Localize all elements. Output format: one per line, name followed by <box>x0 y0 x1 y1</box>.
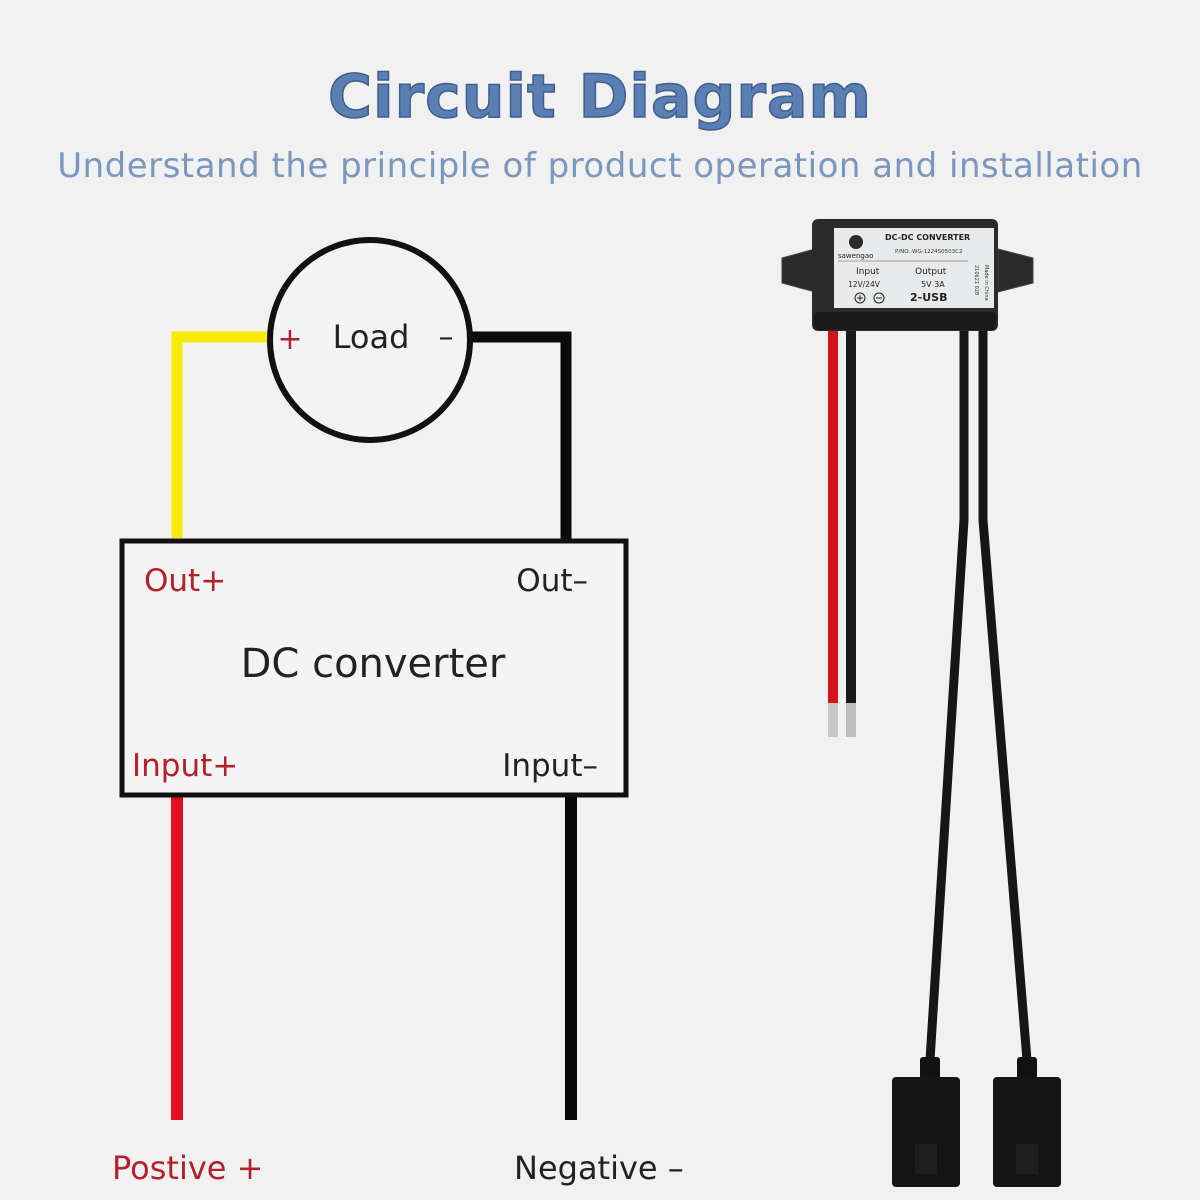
negative-label: Negative – <box>514 1149 684 1187</box>
usb-plug-right <box>993 1077 1061 1187</box>
usb-cable-left <box>925 331 969 1061</box>
mounting-flange-right <box>997 248 1034 293</box>
positive-label: Postive + <box>112 1149 263 1187</box>
usb-symbol-left-icon <box>915 1144 937 1174</box>
sticker-usb-label: 2-USB <box>910 291 947 304</box>
product-black-lead-tip <box>846 703 856 737</box>
input-plus-label: Input+ <box>132 748 238 784</box>
sticker-brand: sawengao <box>838 252 873 260</box>
sticker-input-value: 12V/24V <box>848 280 881 289</box>
brand-logo-icon <box>849 235 863 249</box>
sticker-input-label: Input <box>856 267 880 277</box>
usb-symbol-right-icon <box>1016 1144 1038 1174</box>
usb-cable-right <box>978 331 1032 1061</box>
dc-converter-label: DC converter <box>241 641 506 687</box>
usb-plug-left <box>892 1077 960 1187</box>
mounting-flange-left <box>781 248 816 293</box>
sticker-date-code: 210621 028 <box>973 265 979 295</box>
page-title: Circuit Diagram <box>327 61 872 133</box>
sticker-side-text: Made in China <box>983 265 989 301</box>
load-label: Load <box>333 318 410 356</box>
load-circle <box>267 237 473 443</box>
sticker-output-label: Output <box>915 267 947 277</box>
minus-terminal-icon <box>873 292 885 304</box>
product-red-lead-tip <box>828 703 838 737</box>
sticker-pn: P/NO.:WG-1224S0503C2 <box>895 249 963 255</box>
load-plus-label: + <box>277 322 302 357</box>
dc-converter-box <box>119 538 629 798</box>
black-output-wire <box>472 331 572 542</box>
plus-terminal-icon <box>854 292 866 304</box>
sticker-output-value: 5V 3A <box>921 280 945 289</box>
yellow-wire <box>171 331 268 538</box>
out-plus-label: Out+ <box>144 563 226 599</box>
product-photo: DC-DC CONVERTER P/NO.:WG-1224S0503C2 saw… <box>781 219 1061 1187</box>
page-subtitle: Understand the principle of product oper… <box>57 146 1143 186</box>
out-minus-label: Out– <box>516 563 588 599</box>
input-minus-label: Input– <box>502 748 598 784</box>
load-minus-label: – <box>439 320 454 355</box>
sticker-title: DC-DC CONVERTER <box>885 233 970 242</box>
